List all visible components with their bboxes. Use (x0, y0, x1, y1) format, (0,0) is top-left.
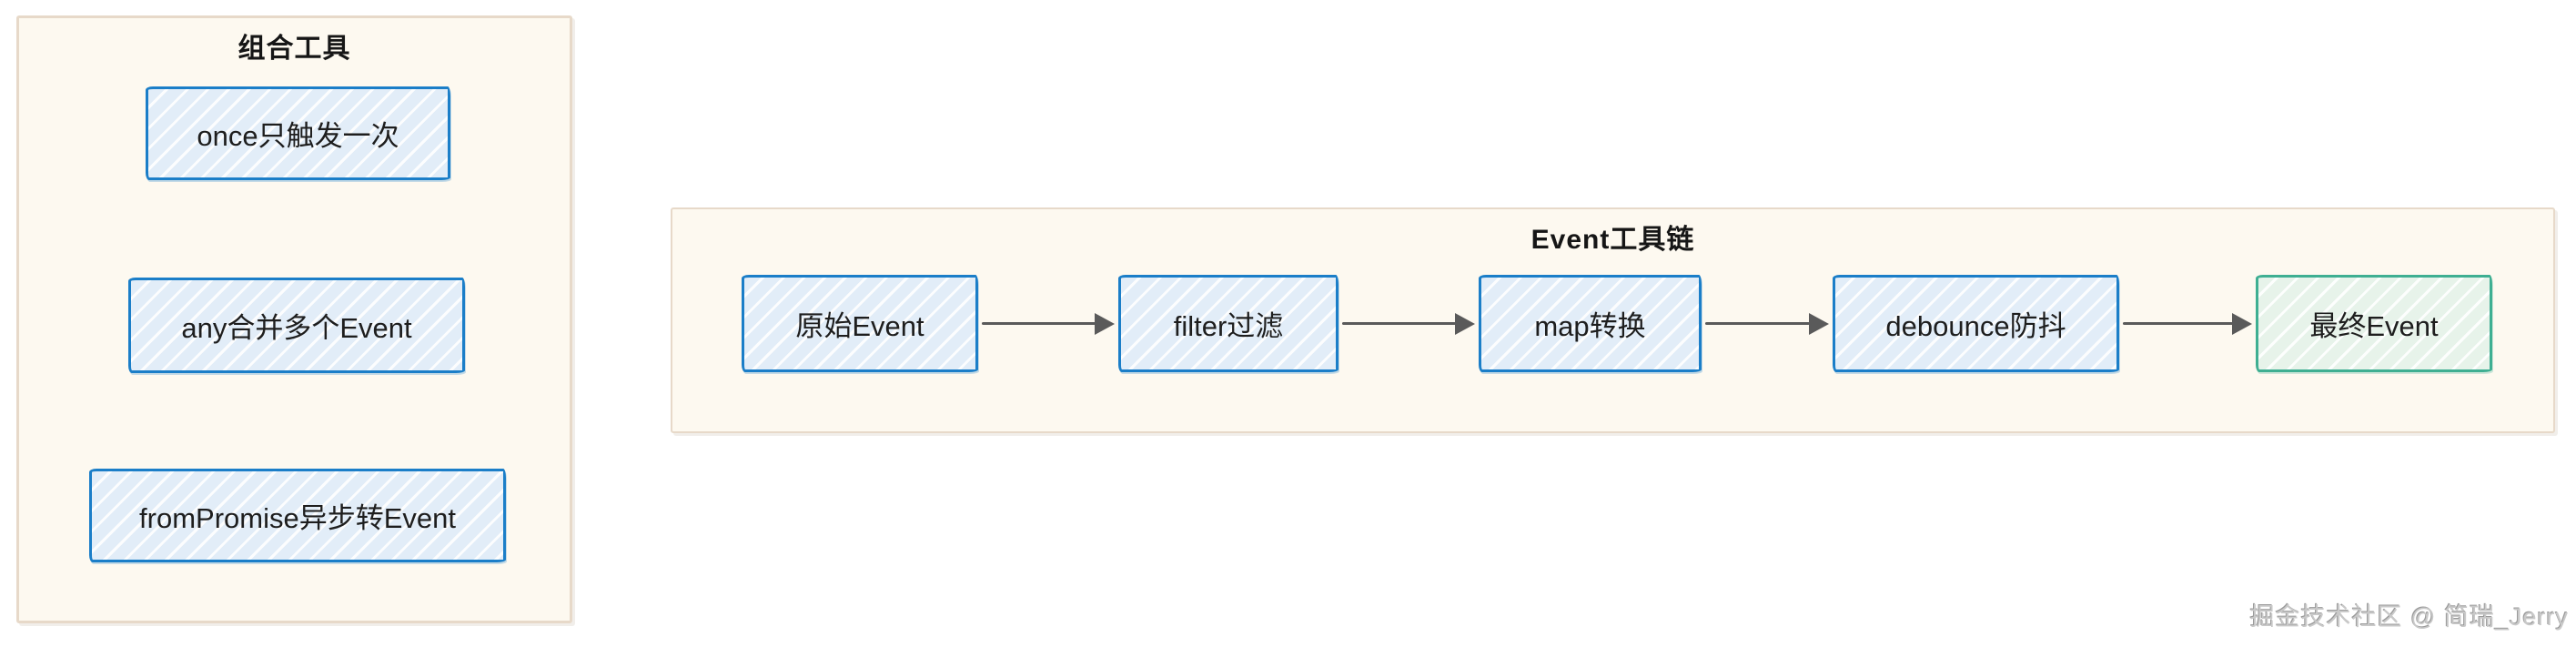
node-final-event: 最终Event (2256, 275, 2492, 372)
arrow-line (2123, 322, 2233, 325)
node-source-event-label: 原始Event (795, 310, 924, 342)
node-filter: filter过滤 (1118, 275, 1339, 372)
node-debounce: debounce防抖 (1833, 275, 2119, 372)
node-debounce-label: debounce防抖 (1885, 310, 2066, 342)
composite-tools-panel: 组合工具 once只触发一次 any合并多个Event fromPromise异… (16, 15, 572, 623)
node-map: map转换 (1479, 275, 1702, 372)
node-any: any合并多个Event (128, 278, 465, 373)
node-any-label: any合并多个Event (181, 312, 412, 344)
arrow-head-icon (1455, 312, 1475, 335)
node-source-event: 原始Event (742, 275, 978, 372)
arrow-filter-to-map (1339, 275, 1479, 372)
node-frompromise: fromPromise异步转Event (89, 469, 506, 562)
watermark: 掘金技术社区 @ 简瑞_Jerry (2249, 603, 2569, 631)
arrow-line (982, 322, 1096, 325)
arrow-map-to-debounce (1702, 275, 1833, 372)
node-filter-label: filter过滤 (1173, 310, 1284, 342)
event-toolchain-panel: Event工具链 原始Event filter过滤 map转换 debounce… (671, 207, 2555, 433)
arrow-line (1705, 322, 1810, 325)
arrow-head-icon (2232, 312, 2252, 335)
arrow-debounce-to-final (2119, 275, 2256, 372)
arrow-head-icon (1095, 312, 1115, 335)
node-final-event-label: 最终Event (2309, 310, 2439, 342)
event-toolchain-title: Event工具链 (1530, 225, 1695, 255)
node-once: once只触发一次 (146, 86, 450, 180)
arrow-line (1342, 322, 1456, 325)
node-once-label: once只触发一次 (197, 120, 399, 152)
node-frompromise-label: fromPromise异步转Event (139, 502, 456, 534)
arrow-source-to-filter (978, 275, 1118, 372)
node-map-label: map转换 (1534, 310, 1646, 342)
arrow-head-icon (1809, 312, 1829, 335)
composite-tools-title: 组合工具 (237, 34, 351, 64)
